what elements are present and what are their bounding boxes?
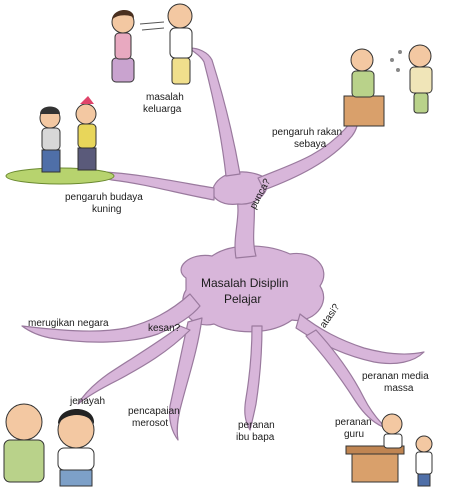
illustration-guru — [345, 413, 433, 487]
solution-guru-line2: guru — [344, 429, 365, 440]
branch-network — [21, 47, 425, 441]
cause-budaya-line2: kuning — [92, 204, 122, 215]
illustration-keluarga — [111, 3, 193, 85]
cause-keluarga-line1: masalah — [146, 92, 184, 103]
branch-label-kesan: kesan? — [148, 323, 181, 334]
center-title-line1: Masalah Disiplin — [201, 276, 289, 290]
center-title-line2: Pelajar — [224, 292, 262, 306]
illustration-budaya — [5, 96, 115, 185]
effect-jenayah: jenayah — [70, 396, 106, 407]
branch-ibubapa — [244, 325, 263, 431]
illustration-rakan — [343, 44, 433, 127]
solution-media-line2: massa — [384, 383, 414, 394]
solution-media-line1: peranan media — [362, 371, 429, 382]
branch-kesan — [21, 293, 201, 343]
cause-budaya-line1: pengaruh budaya — [65, 192, 143, 203]
illustration-jenayah — [3, 403, 95, 487]
cause-rakan-line2: sebaya — [294, 139, 327, 150]
effect-pencapaian-line1: pencapaian — [128, 406, 180, 417]
center-blob — [180, 245, 325, 333]
branch-jenayah — [77, 325, 191, 405]
cause-rakan-line1: pengaruh rakan — [272, 127, 343, 138]
solution-ibubapa-line2: ibu bapa — [236, 432, 275, 443]
effect-negara: merugikan negara — [28, 318, 109, 329]
cause-keluarga-line2: keluarga — [143, 104, 182, 115]
branch-pencapaian — [168, 317, 203, 441]
effect-pencapaian-line2: merosot — [132, 418, 169, 429]
branch-keluarga — [189, 47, 241, 177]
solution-ibubapa-line1: peranan — [238, 420, 275, 431]
solution-guru-line1: peranan — [335, 417, 372, 428]
